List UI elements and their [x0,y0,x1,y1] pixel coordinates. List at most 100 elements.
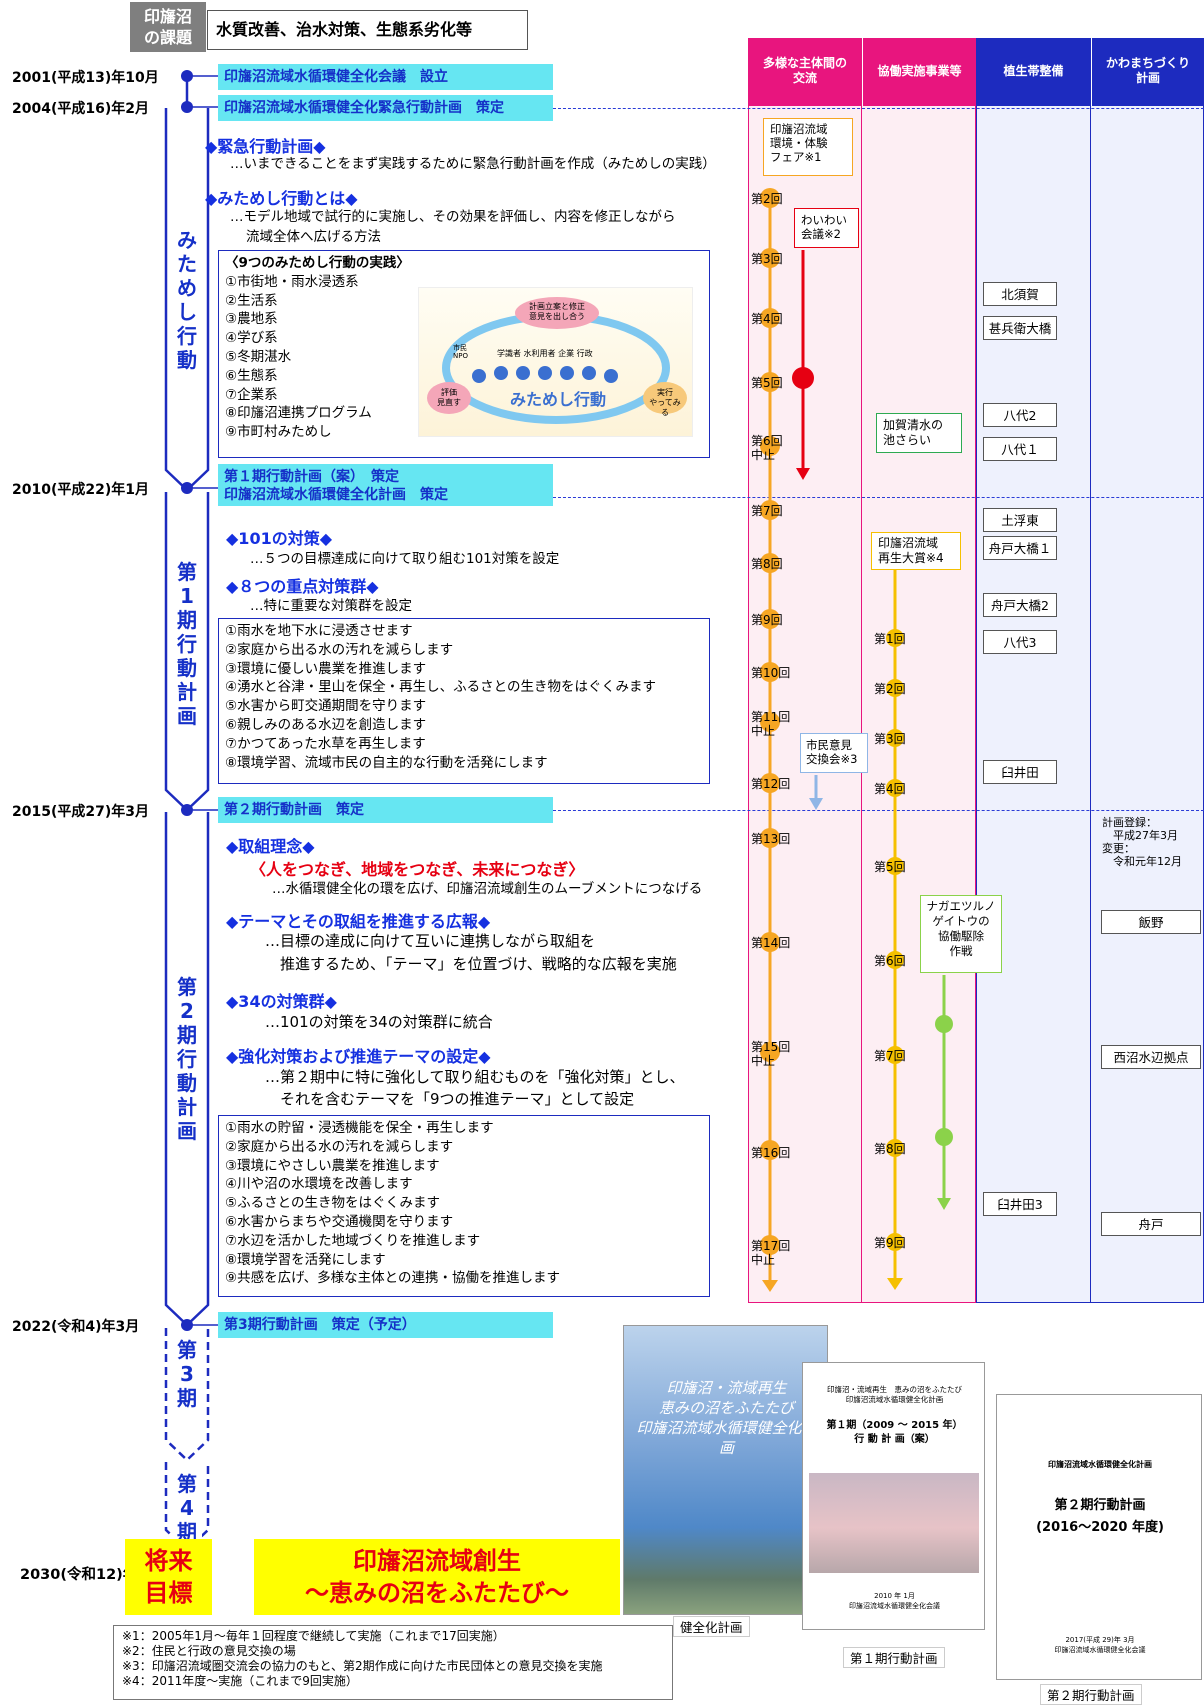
list-item: ④学び系 [225,330,278,347]
milestone-date-2004: 2004(平成16)年2月 [12,101,149,117]
footnotes-box: ※1：2005年1月～毎年１回程度で継続して実施（これまで17回実施） ※2：住… [113,1625,673,1700]
p3-themes-list: ①雨水の貯留・浸透機能を保全・再生します ②家庭から出る水の汚れを減らします ③… [219,1116,709,1291]
kyodo-dot [886,729,904,747]
exchange-dot [760,500,780,520]
p1-desc-emergency: …いまできることをまず実践するために緊急行動計画を作成（みためしの実践） [230,156,716,172]
exchange-dot [760,1042,780,1062]
dashed-line-2004 [553,108,1204,109]
exchange-tick-2: 第2回 [751,192,783,206]
exchange-tick-7: 第7回 [751,504,783,518]
exchange-tick-10: 第10回 [751,666,791,680]
kyodo-dot [886,779,904,797]
p2-heading-101: ◆101の対策◆ [226,529,333,548]
shokusei-item: 舟戸大橋2 [983,593,1057,617]
kyodo-dot [886,857,904,875]
kyodo-dot [886,1233,904,1251]
p3-desc-34: …101の対策を34の対策群に統合 [265,1013,493,1031]
doc3-top: 印旛沼流域水循環健全化計画 [1048,1460,1152,1469]
kyodo-tick-4: 第4回 [874,782,906,796]
p1-practice-title: 〈9つのみためし行動の実践〉 [225,255,410,271]
doc-caption-plan: 健全化計画 [673,1616,750,1637]
phase-label-phase2: 第2期行動計画 [177,975,197,1143]
cycle-left-label: 評価 見直す [437,388,461,407]
list-item: ②生活系 [225,292,278,309]
p3-desc-theme-b: 推進するため、「テーマ」を位置づけ、戦略的な広報を実施 [280,955,677,973]
kawamachi-item: 舟戸 [1101,1212,1201,1236]
exchange-dot [760,372,780,392]
shokusei-item: 舟戸大橋１ [983,536,1057,560]
list-item: ②家庭から出る水の汚れを減らします [225,641,454,658]
list-item: ⑨市町村みためし [225,424,332,441]
milestone-date-2022: 2022(令和4)年3月 [12,1319,140,1335]
milestone-dot [181,482,193,494]
phase-label-phase1: 第1期行動計画 [177,560,197,728]
doc3-main: 第２期行動計画 (2016～2020 年度) [1036,1498,1164,1535]
p3-desc-rinen: …水循環健全化の環を広げ、印旛沼流域創生のムーブメントにつなげる [272,881,703,897]
exchange-dot [760,436,780,456]
shokusei-item: 八代１ [983,437,1057,461]
shokusei-item: 土浮東 [983,508,1057,532]
exchange-tick-6: 第6回 中止 [751,434,783,462]
doc2-footer: 2010 年 1月 印旛沼流域水循環健全化会議 [849,1592,940,1610]
shokusei-item: 臼井田3 [983,1192,1057,1216]
list-item: ④湧水と谷津・里山を保全・再生し、ふるさとの生き物をはぐくみます [225,679,657,696]
goal-text: 印旛沼流域創生 ～恵みの沼をふたたび～ [254,1539,620,1615]
list-item: ③環境に優しい農業を推進します [225,660,427,677]
footnote: ※2：住民と行政の意見交換の場 [122,1644,296,1658]
list-item: ⑧印旛沼連携プログラム [225,405,372,422]
footnote: ※4：2011年度～実施（これまで9回実施） [122,1674,358,1688]
doc-cover-plan: 印旛沼・流域再生 恵みの沼をふたたび 印旛沼流域水循環健全化計画 [623,1325,828,1615]
list-item: ⑤水害から町交通期間を守ります [225,698,427,715]
p3-slogan: 〈人をつなぎ、地域をつなぎ、未来につなぎ〉 [250,860,585,879]
doc2-title: 印旛沼・流域再生 恵みの沼をふたたび 印旛沼流域水循環健全化計画 [827,1385,962,1404]
kyodo-dot [886,1046,904,1064]
list-item: ⑥生態系 [225,367,278,384]
nagaetsuru-box: ナガエツルノ ゲイトウの 協働駆除 作戦 [920,895,1002,973]
kyodo-timeline [886,570,953,1290]
nagaetsuru-dot [935,1015,953,1033]
kawamachi-item: 西沼水辺拠点 [1101,1045,1201,1069]
list-item: ①雨水を地下水に浸透させます [225,623,413,639]
waiwai-box: わいわい 会議※2 [794,208,859,248]
milestone-date-2001: 2001(平成13)年10月 [12,70,159,86]
dashed-line-2015 [553,810,1204,811]
goal-label: 将来 目標 [125,1539,212,1615]
exchange-tick-9: 第9回 [751,613,783,627]
exchange-dot [760,932,780,952]
milestone-dot [181,70,193,82]
waiwai-dot [792,367,814,389]
list-item: ⑧環境学習、流域市民の自主的な行動を活発にします [225,754,548,771]
kyodo-dot [886,951,904,969]
column-header-kawamachi: かわまちづくり 計画 [1091,38,1204,106]
challenge-label: 印旛沼 の課題 [130,2,206,52]
milestone-label-2001: 印旛沼流域水循環健全化会議 設立 [218,64,553,90]
exchange-tick-8: 第8回 [751,557,783,571]
p2-heading-8: ◆８つの重点対策群◆ [226,577,379,596]
milestone-label-2004: 印旛沼流域水循環健全化緊急行動計画 策定 [218,95,553,121]
milestone-label-2022: 第3期行動計画 策定（予定） [218,1312,553,1338]
p2-measures-box: ①雨水を地下水に浸透させます ②家庭から出る水の汚れを減らします ③環境に優しい… [218,618,710,784]
list-item: ④川や沼の水環境を改善します [225,1176,413,1193]
p2-desc-8: …特に重要な対策群を設定 [250,598,412,614]
exchange-tick-11: 第11回 中止 [751,710,791,738]
list-item: ⑦水辺を活かした地域づくりを推進します [225,1232,481,1249]
shokusei-item: 甚兵衛大橋 [983,316,1057,340]
milestone-label-2010: 第１期行動計画（案） 策定 印旛沼流域水循環健全化計画 策定 [218,464,553,506]
exchange-dot [760,1235,780,1255]
column-header-exchange: 多様な主体間の 交流 [748,38,862,106]
cycle-top-label: 計画立案と修正 意見を出し合う [529,302,585,321]
kawamachi-item: 飯野 [1101,910,1201,934]
exchange-tick-4: 第4回 [751,312,783,326]
shokusei-item: 八代2 [983,403,1057,427]
mitameshi-cycle-illustration: 計画立案と修正 意見を出し合う 学識者 水利用者 企業 行政 市民 NPO 評価… [418,287,693,437]
exchange-dot [760,553,780,573]
kyodo-tick-1: 第1回 [874,632,906,646]
doc2-photo [809,1473,979,1573]
kyodo-tick-2: 第2回 [874,682,906,696]
exchange-tick-14: 第14回 [751,936,791,950]
kawamachi-note: 計画登録： 平成27年3月 変更： 令和元年12月 [1102,816,1182,868]
doc-cover-phase1: 印旛沼・流域再生 恵みの沼をふたたび 印旛沼流域水循環健全化計画 第１期（200… [802,1362,985,1630]
p1-desc-mitameshi-a: …モデル地域で試行的に実施し、その効果を評価し、内容を修正しながら [230,209,676,225]
p3-desc-kyoka-b: それを含むテーマを「9つの推進テーマ」として設定 [280,1090,635,1108]
